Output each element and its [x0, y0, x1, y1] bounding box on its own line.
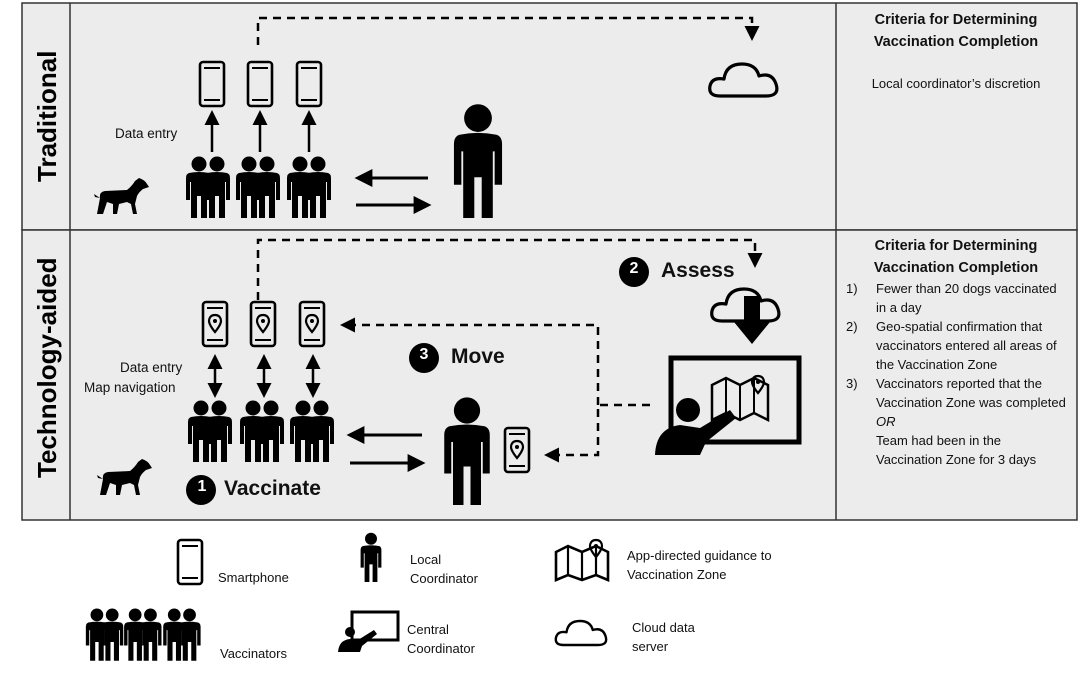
criterion-item: 1) Fewer than 20 dogs vaccinated in a da… [846, 279, 1072, 317]
step-3-badge [409, 343, 439, 373]
step-3-number: 3 [419, 346, 429, 363]
criterion-number: 1) [846, 281, 858, 296]
legend-vaccinators-icon [86, 608, 201, 660]
data-entry-label: Data entry [115, 126, 178, 141]
legend-vaccinators-label: Vaccinators [220, 646, 287, 661]
traditional-criteria: Local coordinator’s discretion [871, 76, 1041, 91]
central-coordinator-icon [655, 355, 802, 455]
legend-app-guidance-icon [554, 538, 610, 582]
assess-dashed-arrow [256, 238, 763, 300]
legend-app-guidance-label: App-directed guidance to Vaccination Zon… [627, 548, 772, 582]
legend-smartphone-label: Smartphone [218, 570, 289, 585]
technology-criteria-list: 1) Fewer than 20 dogs vaccinated in a da… [846, 279, 1072, 469]
map-navigation-label: Map navigation [84, 380, 176, 395]
criterion-number: 3) [846, 376, 858, 391]
legend-central-coordinator-label: Central Coordinator [407, 622, 475, 656]
step-2-badge [619, 257, 649, 287]
step-3-label: Move [451, 345, 505, 368]
legend-cloud-label: Cloud data server [632, 620, 695, 654]
legend-central-coordinator-icon [338, 610, 400, 652]
step-1-badge [186, 475, 216, 505]
step-1-number: 1 [197, 478, 207, 495]
row-label-technology: Technology-aided [32, 257, 62, 478]
row-label-traditional: Traditional [32, 50, 62, 182]
legend-local-coordinator-icon [360, 532, 382, 582]
step-2-number: 2 [629, 260, 639, 277]
or-text: OR [876, 414, 896, 429]
criterion-item: 2) Geo-spatial confirmation that vaccina… [846, 317, 1072, 374]
or-followup: Team had been in the Vaccination Zone fo… [876, 433, 1037, 467]
legend-local-coordinator-label: Local Coordinator [410, 552, 478, 586]
criteria-title-technology: Criteria for Determining Vaccination Com… [873, 238, 1039, 276]
data-entry-label: Data entry [120, 360, 183, 375]
criterion-text: Vaccinators reported that the Vaccinatio… [876, 376, 1066, 410]
criterion-item: 3) Vaccinators reported that the Vaccina… [846, 374, 1072, 412]
criteria-title-traditional: Criteria for Determining Vaccination Com… [873, 12, 1039, 50]
step-2-label: Assess [661, 259, 735, 282]
upload-dashed-arrow [256, 16, 760, 45]
criterion-text: Geo-spatial confirmation that vaccinator… [876, 319, 1057, 372]
technology-panel [21, 229, 1078, 521]
criterion-number: 2) [846, 319, 858, 334]
legend-cloud-icon [554, 619, 608, 647]
legend-smartphone-icon [176, 538, 204, 586]
criterion-text: Fewer than 20 dogs vaccinated in a day [876, 281, 1057, 315]
step-1-label: Vaccinate [224, 477, 321, 500]
